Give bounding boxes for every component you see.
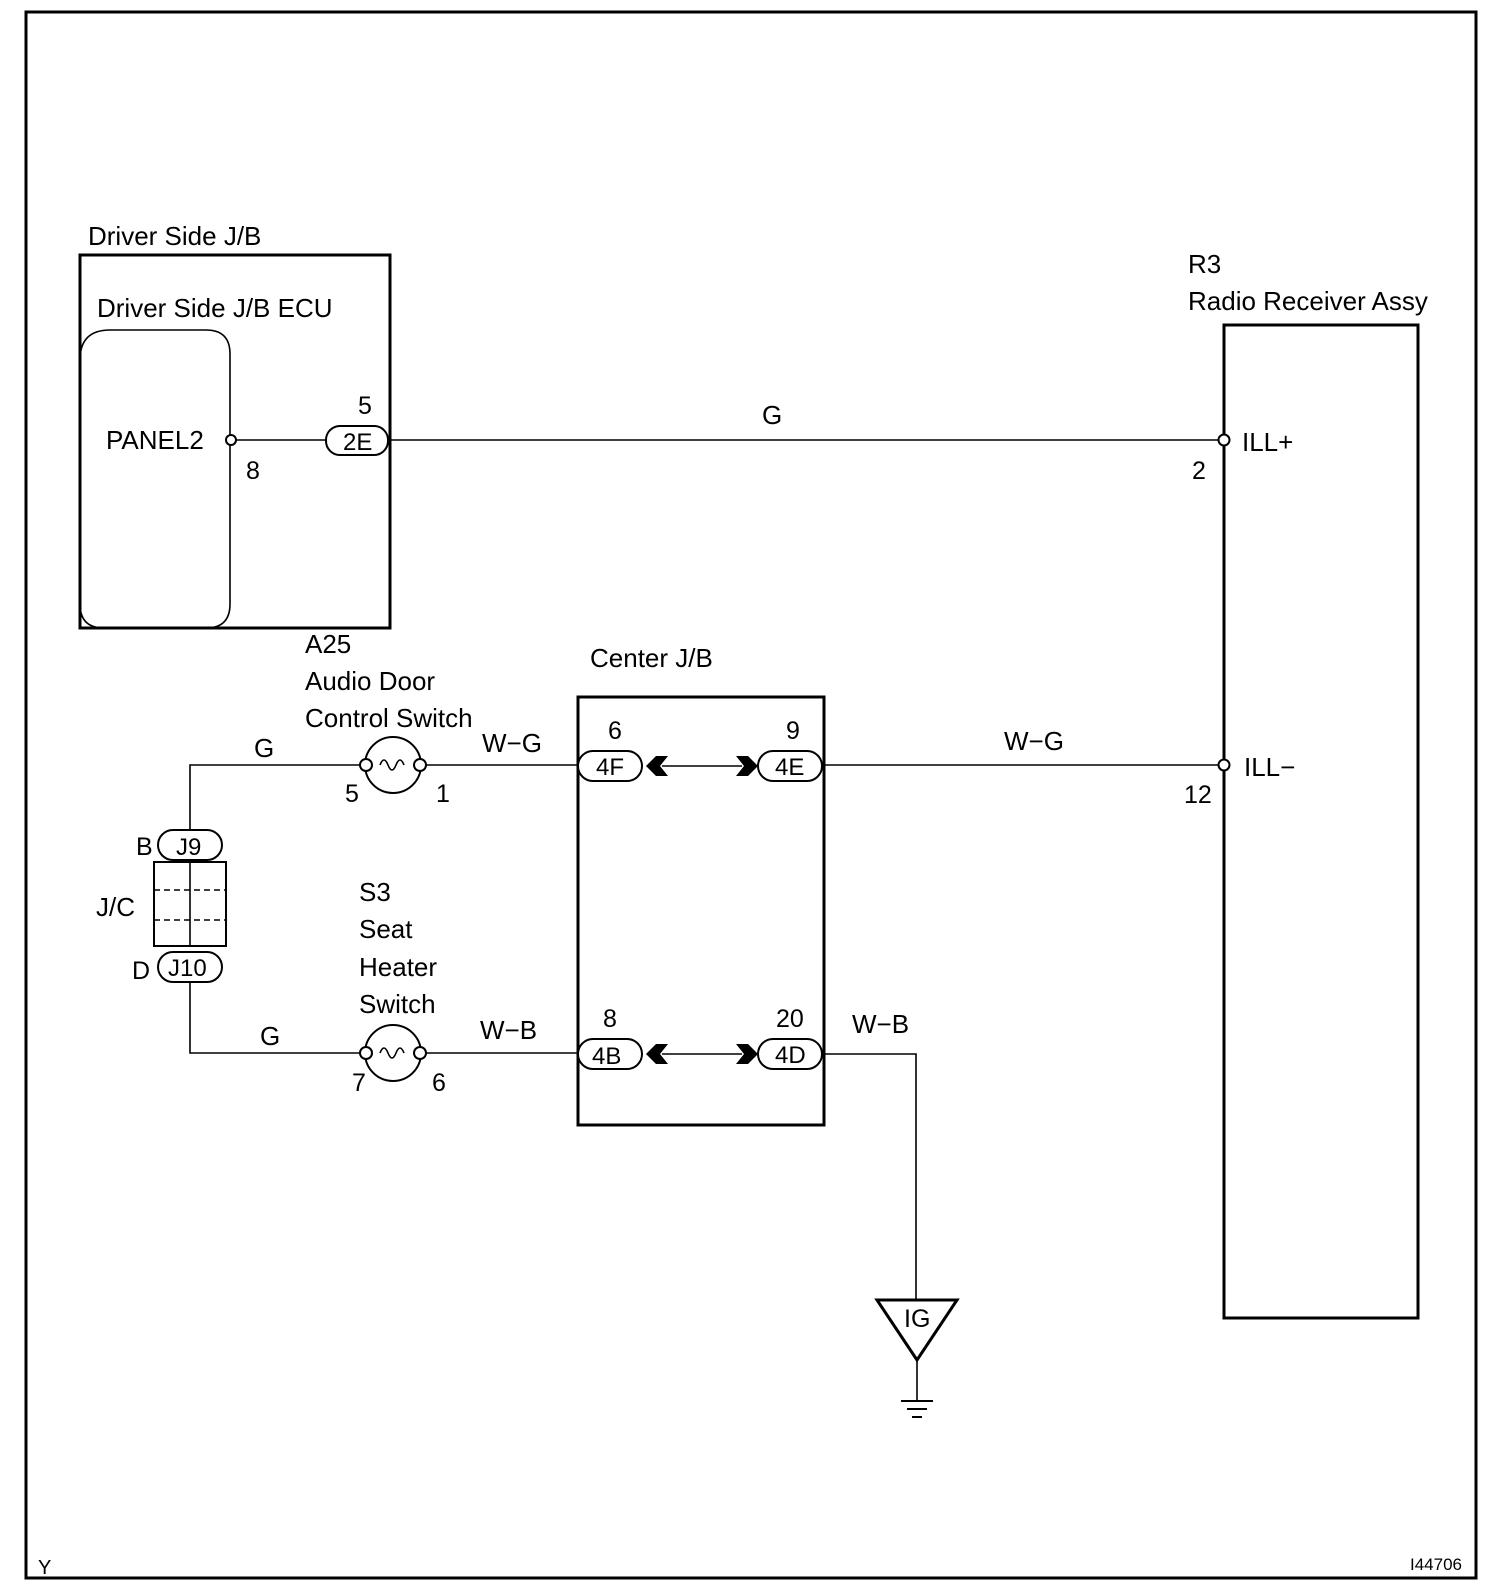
wire-label-g-main: G — [762, 400, 782, 430]
connector-2e-label: 2E — [343, 429, 372, 456]
driver-jb-ecu-title: Driver Side J/B ECU — [97, 293, 333, 323]
driver-side-jb: Driver Side J/B Driver Side J/B ECU PANE… — [78, 221, 392, 630]
pin-seat-6: 6 — [432, 1069, 446, 1097]
pin-radio-12: 12 — [1184, 781, 1212, 809]
footer-code: I44706 — [1410, 1555, 1462, 1574]
radio-box — [1222, 323, 1420, 1320]
connector-j9-label: J9 — [176, 834, 201, 861]
terminal-ill-minus-point — [1217, 758, 1231, 772]
connector-4f — [577, 750, 643, 782]
ig-label: IG — [904, 1305, 930, 1333]
ig-ground: IG — [874, 1298, 960, 1418]
junction-connector: J/C B J9 D J10 — [96, 829, 227, 985]
arrow-4d — [736, 1044, 758, 1064]
center-jb-box — [576, 695, 826, 1127]
pin-seat-7: 7 — [352, 1069, 366, 1097]
terminal-ill-plus-point — [1217, 433, 1231, 447]
pin-ecu-8: 8 — [246, 457, 260, 485]
audio-switch-code: A25 — [305, 629, 351, 659]
wire-label-g-top: G — [254, 733, 274, 763]
connector-4d-label: 4D — [775, 1042, 806, 1069]
wire-label-wg-right: W−G — [1004, 726, 1064, 756]
radio-code: R3 — [1188, 249, 1221, 279]
radio-receiver: R3 Radio Receiver Assy ILL+ 2 ILL− 12 — [1184, 249, 1428, 1320]
connector-4e-label: 4E — [775, 754, 804, 781]
connector-4f-label: 4F — [596, 754, 624, 781]
seat-switch-line2: Heater — [359, 952, 437, 982]
audio-switch-line1: Audio Door — [305, 666, 435, 696]
center-jb-title: Center J/B — [590, 643, 713, 673]
ig-triangle — [874, 1298, 960, 1363]
jc-pin-b: B — [136, 833, 153, 861]
arrow-4b — [646, 1044, 668, 1064]
diagram-frame — [24, 10, 1478, 1580]
driver-jb-title: Driver Side J/B — [88, 221, 261, 251]
connector-4b — [577, 1038, 643, 1070]
footer-left: Y — [38, 1557, 51, 1579]
audio-switch-lamp — [364, 736, 422, 794]
center-jb: Center J/B 6 4F 4E 9 8 4B 4D 20 — [576, 643, 826, 1127]
terminal-ill-plus: ILL+ — [1242, 427, 1293, 457]
connector-j10-label: J10 — [168, 955, 207, 982]
terminal-panel2-point — [225, 434, 237, 446]
audio-switch-line2: Control Switch — [305, 703, 473, 733]
wire-label-g-bottom: G — [260, 1021, 280, 1051]
seat-switch-line3: Switch — [359, 989, 436, 1019]
pin-4b-8: 8 — [603, 1005, 617, 1033]
jc-pin-d: D — [132, 957, 150, 985]
arrow-4f — [646, 756, 668, 776]
terminal-ill-minus: ILL− — [1244, 752, 1295, 782]
pin-radio-2: 2 — [1192, 457, 1206, 485]
wire-label-wb-right: W−B — [852, 1009, 909, 1039]
pin-2e-5: 5 — [358, 392, 372, 420]
wire-label-wb-mid: W−B — [480, 1015, 537, 1045]
driver-jb-ecu-shape — [79, 329, 231, 629]
pin-audio-5: 5 — [345, 780, 359, 808]
seat-switch-lamp — [364, 1024, 422, 1082]
pin-4e-9: 9 — [786, 717, 800, 745]
radio-title: Radio Receiver Assy — [1188, 286, 1428, 316]
arrow-4e — [736, 756, 758, 776]
pin-4d-20: 20 — [776, 1005, 804, 1033]
connector-4e — [757, 750, 823, 782]
audio-door-control-switch: A25 Audio Door Control Switch 5 1 — [305, 629, 473, 808]
wire-label-wg-mid: W−G — [482, 728, 542, 758]
connector-4b-label: 4B — [592, 1043, 621, 1070]
pin-audio-1: 1 — [436, 780, 450, 808]
seat-heater-switch: S3 Seat Heater Switch 7 6 — [352, 877, 446, 1097]
seat-switch-line1: Seat — [359, 914, 413, 944]
seat-switch-code: S3 — [359, 877, 391, 907]
pin-4f-6: 6 — [608, 717, 622, 745]
terminal-panel2: PANEL2 — [106, 425, 204, 455]
jc-label: J/C — [96, 892, 135, 922]
